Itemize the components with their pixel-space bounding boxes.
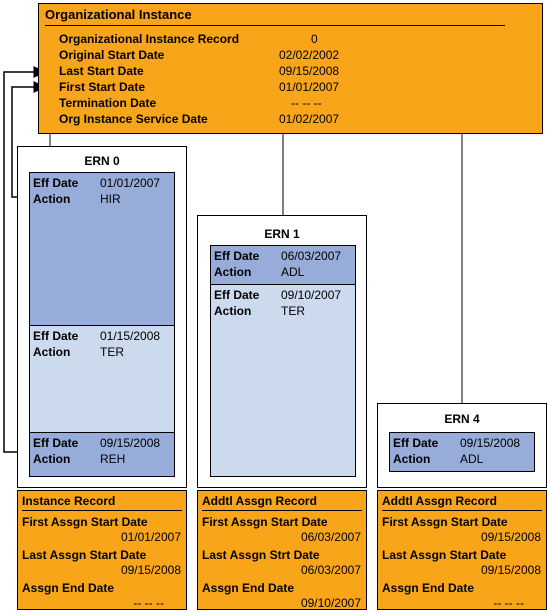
ern4-row-adl: Eff Date 09/15/2008 Action ADL	[389, 432, 535, 472]
org-row: Last Start Date 09/15/2008	[59, 64, 340, 78]
org-instance-box: Organizational Instance Organizational I…	[38, 3, 543, 134]
title-divider	[45, 25, 505, 26]
org-row: First Start Date 01/01/2007	[59, 80, 340, 94]
ern1-row-ter: Eff Date 09/10/2007 Action TER	[210, 284, 356, 477]
ern1-box: ERN 1 Eff Date 06/03/2007 Action ADL Eff…	[197, 215, 367, 488]
ern0-row-reh: Eff Date 09/15/2008 Action REH	[29, 432, 175, 477]
record-divider	[22, 510, 182, 511]
record-title: Addtl Assgn Record	[382, 494, 497, 508]
ern0-title: ERN 0	[84, 154, 120, 168]
org-instance-title: Organizational Instance	[45, 7, 192, 22]
org-row: Original Start Date 02/02/2002	[59, 48, 340, 62]
ern0-box: ERN 0 Eff Date 01/01/2007 Action HIR Eff…	[17, 146, 187, 488]
ern4-title: ERN 4	[444, 412, 480, 426]
record-divider	[382, 510, 542, 511]
ern4-box: ERN 4 Eff Date 09/15/2008 Action ADL	[377, 403, 547, 488]
record-title: Instance Record	[22, 494, 116, 508]
org-row: Organizational Instance Record 0	[59, 32, 318, 46]
ern0-row-hir: Eff Date 01/01/2007 Action HIR	[29, 172, 175, 326]
org-instance-rows: Organizational Instance Record 0 Origina…	[59, 32, 389, 128]
org-row: Org Instance Service Date 01/02/2007	[59, 112, 340, 126]
ern1-title: ERN 1	[264, 227, 300, 241]
ern0-row-ter: Eff Date 01/15/2008 Action TER	[29, 325, 175, 433]
org-row: Termination Date -- -- --	[59, 96, 322, 110]
ern0-instance-record: Instance Record First Assgn Start Date 0…	[17, 490, 187, 610]
ern1-row-adl: Eff Date 06/03/2007 Action ADL	[210, 245, 356, 285]
record-divider	[202, 510, 362, 511]
ern1-addtl-record: Addtl Assgn Record First Assgn Start Dat…	[197, 490, 367, 610]
ern4-addtl-record: Addtl Assgn Record First Assgn Start Dat…	[377, 490, 547, 610]
record-title: Addtl Assgn Record	[202, 494, 317, 508]
